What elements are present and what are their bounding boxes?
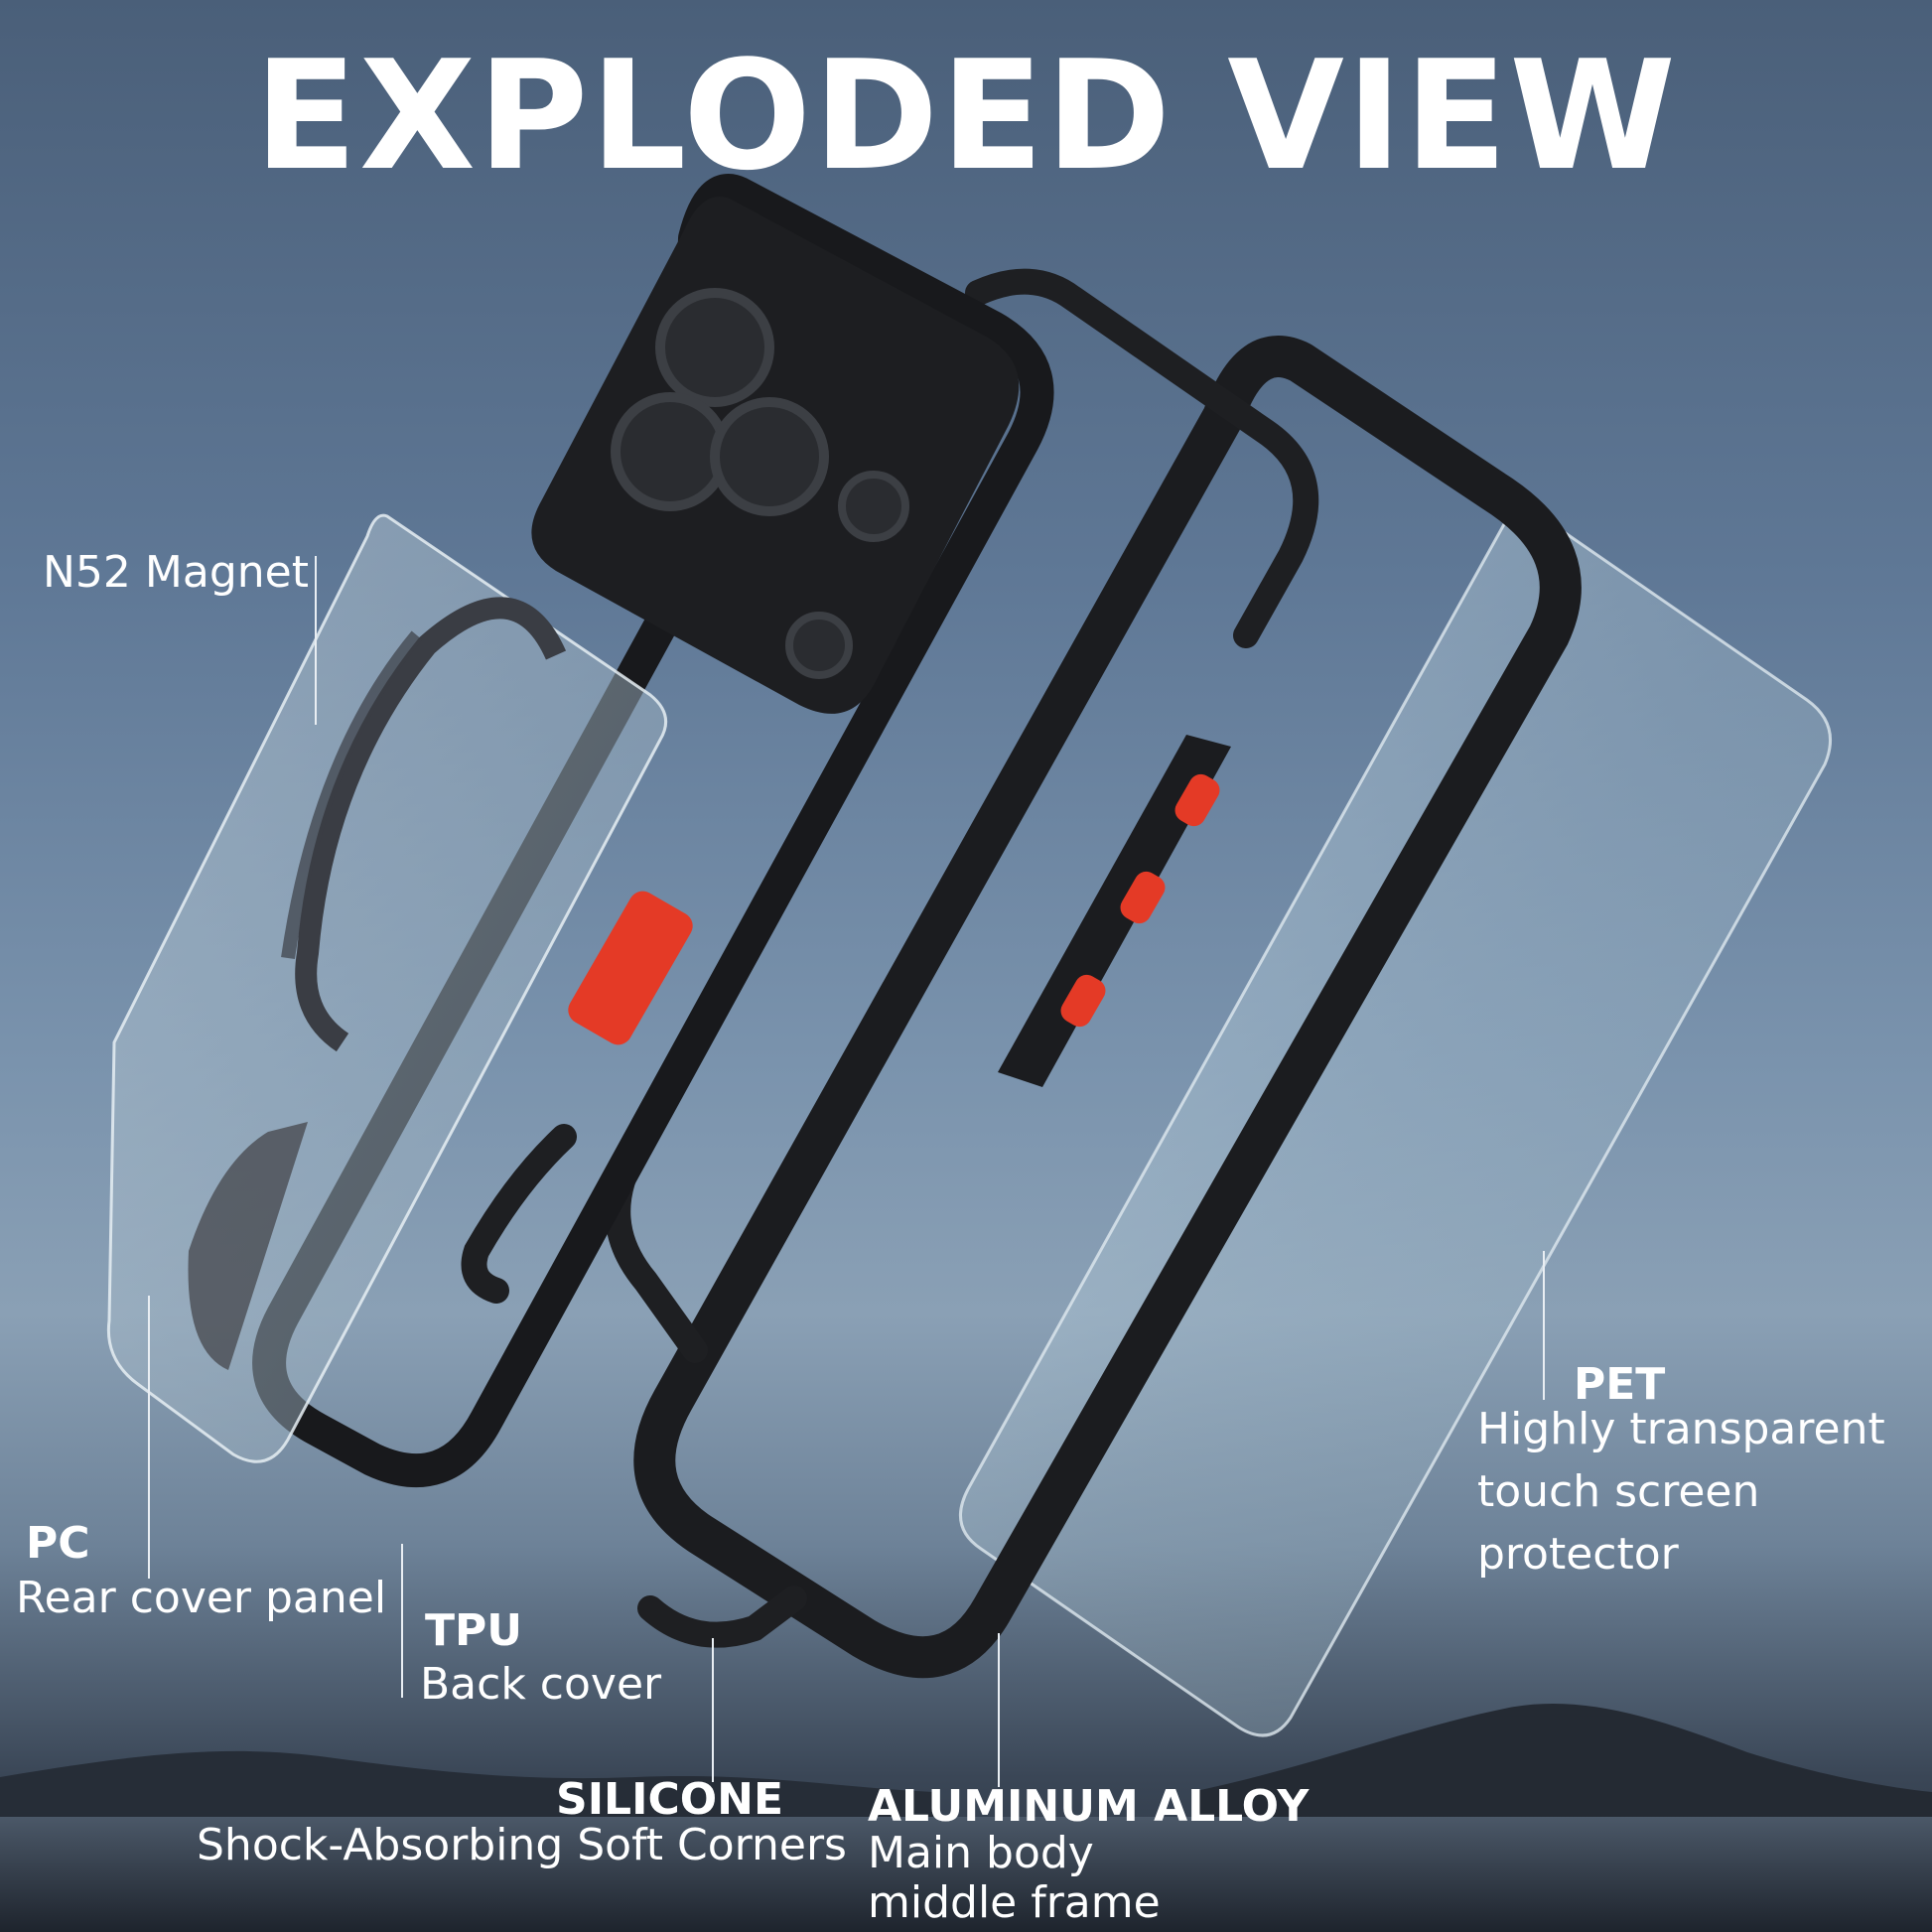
label-silicone-name: SILICONE [556, 1774, 784, 1825]
leader-lines [148, 556, 1545, 1787]
label-pc-desc: Rear cover panel [16, 1573, 387, 1623]
label-silicone-desc: Shock-Absorbing Soft Corners [197, 1820, 847, 1870]
label-tpu-desc: Back cover [420, 1659, 662, 1710]
label-aluminum-desc1: Main body [868, 1828, 1094, 1878]
pc-rear-panel [106, 513, 668, 1463]
tpu-back-cover [252, 174, 1054, 1488]
page-title: EXPLODED VIEW [254, 28, 1678, 204]
label-magnet: N52 Magnet [43, 547, 309, 598]
label-pet-desc2: touch screen [1477, 1466, 1760, 1517]
label-aluminum-desc2: middle frame [868, 1877, 1161, 1928]
label-pet-desc1: Highly transparent [1477, 1404, 1885, 1454]
label-pet-desc3: protector [1477, 1529, 1679, 1580]
aluminum-frame [633, 336, 1582, 1679]
label-tpu-name: TPU [425, 1605, 522, 1656]
label-pet-name: PET [1574, 1359, 1666, 1410]
label-pc-name: PC [26, 1518, 90, 1569]
mountain-silhouette [0, 1704, 1932, 1932]
label-aluminum-name: ALUMINUM ALLOY [868, 1781, 1310, 1832]
